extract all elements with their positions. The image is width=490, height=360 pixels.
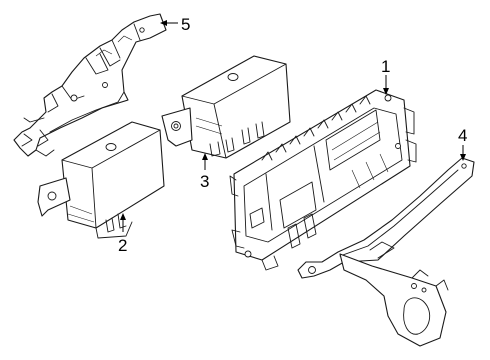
callout-5: 5 bbox=[181, 15, 190, 34]
part-1-module[interactable] bbox=[229, 89, 417, 271]
part-5-bracket[interactable] bbox=[13, 13, 167, 157]
callout-3: 3 bbox=[200, 172, 209, 191]
callout-2: 2 bbox=[118, 236, 127, 255]
leader-3 bbox=[202, 153, 208, 170]
leader-4 bbox=[460, 145, 466, 161]
part-2-module[interactable] bbox=[37, 121, 165, 239]
leader-2 bbox=[120, 213, 126, 232]
callout-1: 1 bbox=[381, 57, 390, 76]
leader-1 bbox=[383, 75, 389, 95]
part-3-module[interactable] bbox=[161, 55, 291, 159]
leader-5 bbox=[160, 20, 178, 26]
callout-4: 4 bbox=[458, 126, 467, 145]
part-4-bracket[interactable] bbox=[297, 157, 475, 347]
